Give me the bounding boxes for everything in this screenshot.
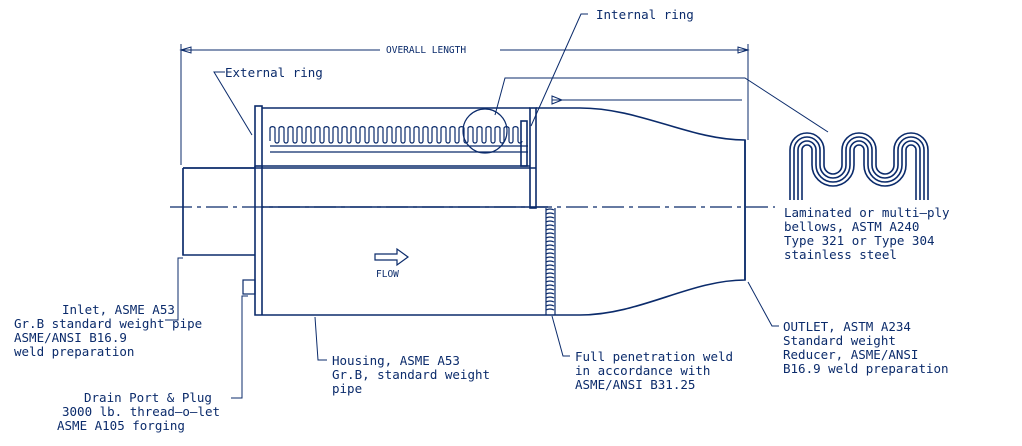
weld-line: Full penetration weld — [575, 349, 734, 364]
leader-lines — [165, 13, 829, 399]
bellows — [262, 107, 530, 167]
outlet-line: Standard weight — [783, 333, 896, 348]
outlet-line: OUTLET, ASTM A234 — [783, 319, 911, 334]
bellows-line: Type 321 or Type 304 — [784, 233, 935, 248]
inlet-pipe — [182, 167, 255, 256]
bellows-detail — [789, 132, 929, 200]
external-ring-label: External ring — [225, 65, 323, 80]
internal-ring-label: Internal ring — [596, 7, 694, 22]
flow-label: FLOW — [376, 269, 399, 280]
inlet-line: weld preparation — [14, 344, 135, 359]
housing-line: Housing, ASME A53 — [332, 353, 460, 368]
drain-line: ASME A105 forging — [57, 418, 185, 433]
housing — [183, 166, 548, 316]
outlet-line: B16.9 weld preparation — [783, 361, 949, 376]
overall-length-label: OVERALL LENGTH — [384, 44, 469, 58]
inlet-line: Inlet, ASME A53 — [62, 302, 175, 317]
inlet-line: Gr.B standard weight pipe — [14, 316, 203, 331]
outlet-reducer — [536, 107, 746, 316]
inlet-line: ASME/ANSI B16.9 — [14, 330, 127, 345]
housing-line: pipe — [332, 381, 363, 396]
drain-line: 3000 lb. thread–o–let — [62, 404, 221, 419]
external-ring — [254, 105, 263, 167]
drain-port — [242, 279, 256, 295]
weld-line: ASME/ANSI B31.25 — [575, 377, 696, 392]
drain-line: Drain Port & Plug — [84, 390, 212, 405]
weld-line: in accordance with — [575, 363, 711, 378]
internal-ring — [520, 107, 537, 209]
bellows-line: bellows, ASTM A240 — [784, 219, 920, 234]
outlet-line: Reducer, ASME/ANSI — [783, 347, 919, 362]
bellows-line: Laminated or multi–ply — [784, 205, 950, 220]
flow-arrow — [374, 247, 410, 267]
overall-length-dimension — [179, 44, 750, 165]
bellows-line: stainless steel — [784, 247, 897, 262]
housing-line: Gr.B, standard weight — [332, 367, 491, 382]
